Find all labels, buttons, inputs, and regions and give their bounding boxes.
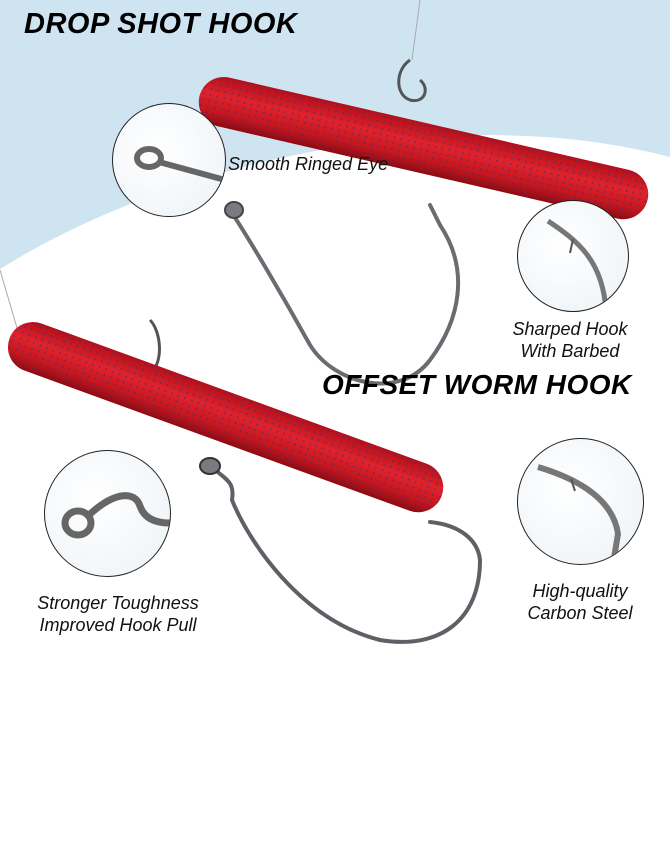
detail-circle-ringed-eye [112,103,226,217]
offset-hook-icon [208,463,483,644]
dropshot-hook-icon [228,203,461,386]
detail-circle-barbed-point [517,200,629,312]
caption-stronger-toughness: Stronger Toughness Improved Hook Pull [37,593,199,635]
offset-worm-hook-title: OFFSET WORM HOOK [322,369,632,400]
caption-smooth-ringed-eye: Smooth Ringed Eye [228,154,389,174]
dropshot-small-hook-icon [397,58,427,103]
detail-circle-offset-bend [44,450,171,577]
drop-shot-hook-title: DROP SHOT HOOK [24,8,298,40]
caption-carbon-steel: High-quality Carbon Steel [527,581,633,623]
caption-sharped-hook: Sharped Hook With Barbed [512,319,628,361]
detail-circle-carbon-steel [517,438,644,565]
